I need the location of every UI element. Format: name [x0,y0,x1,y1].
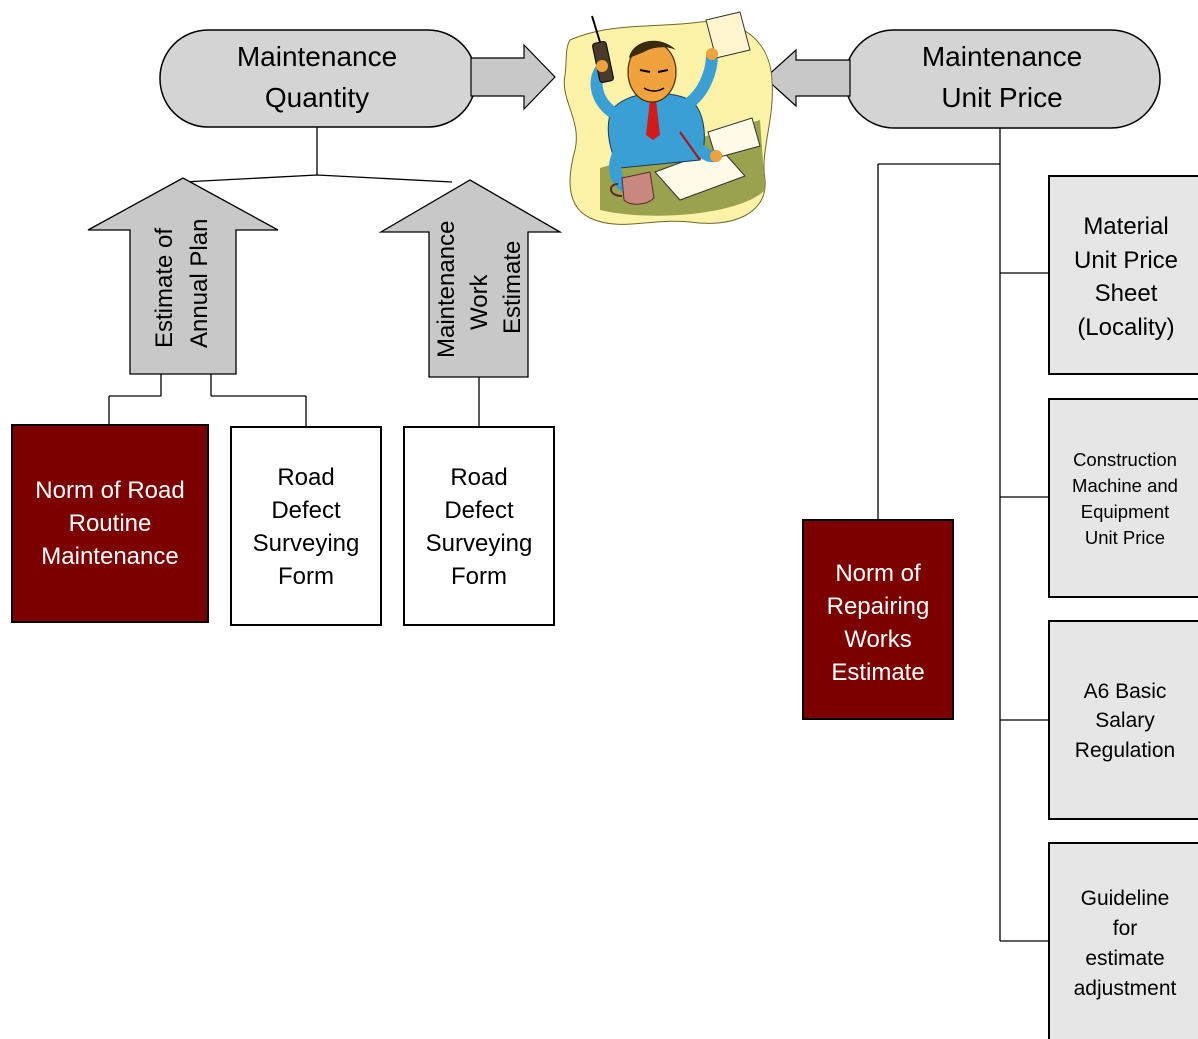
road-defect-surveying-form-box-1: Road Defect Surveying Form [230,426,382,626]
busy-office-worker-icon [563,11,773,225]
machine-label-1: Construction [1073,449,1177,470]
norm-repairing-label-1: Norm of [835,560,921,587]
material-unit-price-sheet-box: Material Unit Price Sheet (Locality) [1048,175,1198,375]
road-defect-surveying-form-box-2: Road Defect Surveying Form [403,426,555,626]
norm-repairing-label-2: Repairing [827,593,930,620]
annual-plan-label-1: Estimate of [151,228,178,348]
material-label-1: Material [1083,213,1168,240]
defect-form-2-label-2: Defect [444,497,514,524]
salary-label-2: Salary [1095,709,1155,732]
guideline-label-2: for [1113,917,1138,940]
norm-road-routine-maintenance-box: Norm of Road Routine Maintenance [11,424,209,623]
defect-form-2-label-4: Form [451,563,507,590]
norm-repairing-label-3: Works [844,626,912,653]
maintenance-quantity-node: Maintenance Quantity [159,29,477,128]
defect-form-2-label-1: Road [450,464,507,491]
construction-machine-unit-price-box: Construction Machine and Equipment Unit … [1048,398,1198,598]
guideline-label-4: adjustment [1074,977,1177,1000]
maintenance-unit-price-title-1: Maintenance [922,41,1082,72]
defect-form-1-label-2: Defect [271,497,341,524]
maintenance-work-estimate-arrow: Maintenance Work Estimate [378,179,563,378]
arrow-left-icon [764,48,851,108]
connector-lines [108,127,1049,942]
guideline-label-3: estimate [1085,947,1164,970]
work-estimate-label-2: Work [466,273,493,330]
annual-plan-label-2: Annual Plan [186,219,213,348]
norm-repairing-label-4: Estimate [831,659,924,686]
salary-label-3: Regulation [1075,739,1175,762]
maintenance-quantity-title-1: Maintenance [237,41,397,72]
defect-form-1-label-3: Surveying [253,530,360,557]
arrow-right-icon [470,43,556,111]
a6-basic-salary-regulation-box: A6 Basic Salary Regulation [1048,620,1198,820]
machine-label-4: Unit Price [1085,527,1165,548]
material-label-4: (Locality) [1077,314,1174,341]
norm-repairing-works-estimate-box: Norm of Repairing Works Estimate [802,519,954,720]
material-label-2: Unit Price [1074,247,1178,274]
defect-form-2-label-3: Surveying [426,530,533,557]
maintenance-quantity-title-2: Quantity [265,82,369,113]
guideline-estimate-adjustment-box: Guideline for estimate adjustment [1048,842,1198,1039]
maintenance-unit-price-node: Maintenance Unit Price [844,29,1161,129]
maintenance-unit-price-title-2: Unit Price [941,82,1062,113]
estimate-annual-plan-arrow: Estimate of Annual Plan [87,177,279,375]
material-label-3: Sheet [1095,280,1158,307]
defect-form-1-label-1: Road [277,464,334,491]
defect-form-1-label-4: Form [278,563,334,590]
work-estimate-label-1: Maintenance [433,221,460,358]
norm-routine-label-1: Norm of Road [35,477,184,504]
norm-routine-label-3: Maintenance [41,543,178,570]
norm-routine-label-2: Routine [69,510,152,537]
salary-label-1: A6 Basic [1084,680,1167,703]
machine-label-3: Equipment [1081,501,1169,522]
machine-label-2: Machine and [1072,475,1178,496]
work-estimate-label-3: Estimate [499,241,526,334]
guideline-label-1: Guideline [1081,887,1170,910]
